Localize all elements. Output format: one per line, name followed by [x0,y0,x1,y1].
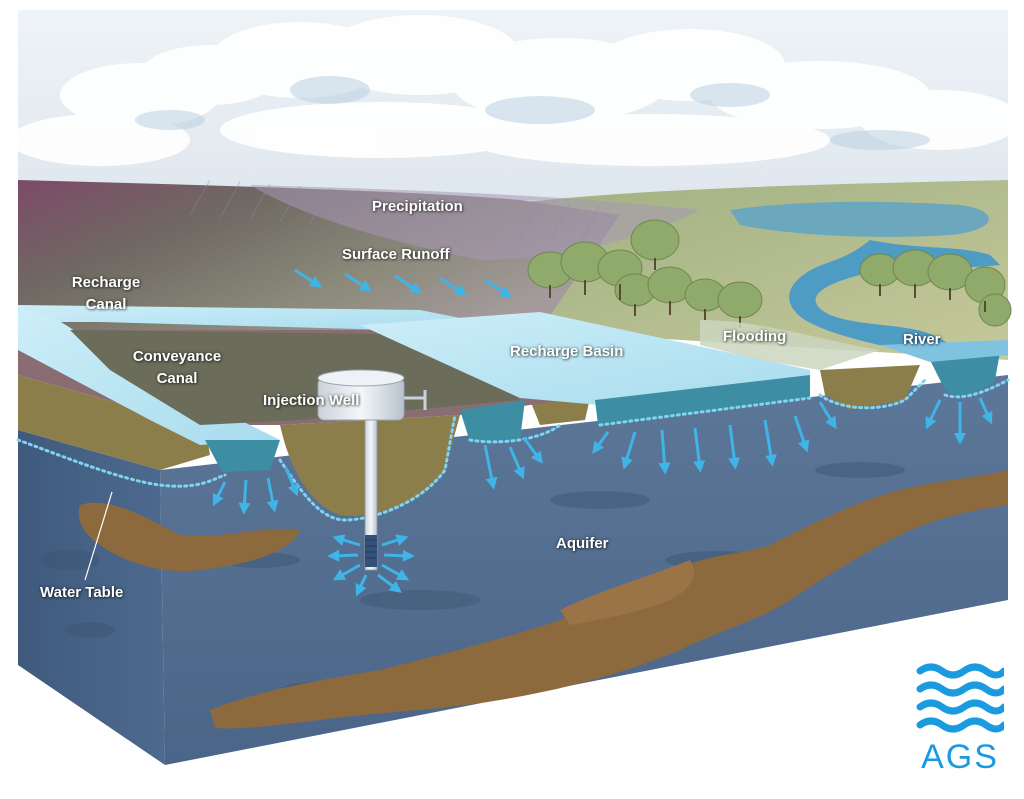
label-conveyance-canal-line1: Conveyance [132,348,222,365]
flooding-area [700,320,880,370]
ags-logo-text: AGS [921,738,999,776]
waves-icon [916,663,1004,733]
precipitation-band [250,185,700,260]
rain [189,179,601,243]
label-river: River [903,331,941,348]
label-aquifer: Aquifer [556,535,609,552]
soil-mound-flood [820,365,920,410]
clay-lens-main [210,470,1008,729]
distant-lake [730,201,989,237]
label-flooding: Flooding [723,328,787,345]
injection-well [317,369,427,571]
river-channel [789,240,1000,360]
clay-lens-mid [560,560,694,625]
river-surface [880,340,1008,362]
ags-logo: AGS [908,655,1012,783]
soil-mound-basin [530,398,590,425]
label-recharge-basin: Recharge Basin [510,343,624,360]
recharge-basin [360,312,810,405]
injection-arrows [327,534,415,597]
canal-trough [205,440,280,472]
label-conveyance-canal-line2: Canal [156,370,198,387]
soil-layer [18,375,210,470]
water-table-line [16,378,1010,522]
clay-lens-left [78,502,301,571]
trees [527,219,1012,328]
conveyance-canal-inner [70,330,520,425]
runoff-arrows [294,268,513,298]
label-injection-well: Injection Well [263,392,360,409]
label-conveyance-canal: Conveyance Canal [118,346,236,390]
basin-trough-left [460,400,525,442]
recharge-canal [18,305,470,332]
infiltration-arrows [212,397,993,515]
cloud-shading [135,76,930,150]
water-table-pointer [84,491,113,581]
river-trough [930,352,1000,396]
label-recharge-canal: Recharge Canal [58,272,154,316]
label-recharge-canal-line2: Canal [85,296,127,313]
label-surface-runoff: Surface Runoff [342,246,450,263]
label-recharge-canal-line1: Recharge [71,274,141,291]
label-precipitation: Precipitation [372,198,463,215]
basin-trough-front [595,375,810,425]
label-water-table: Water Table [40,584,124,601]
